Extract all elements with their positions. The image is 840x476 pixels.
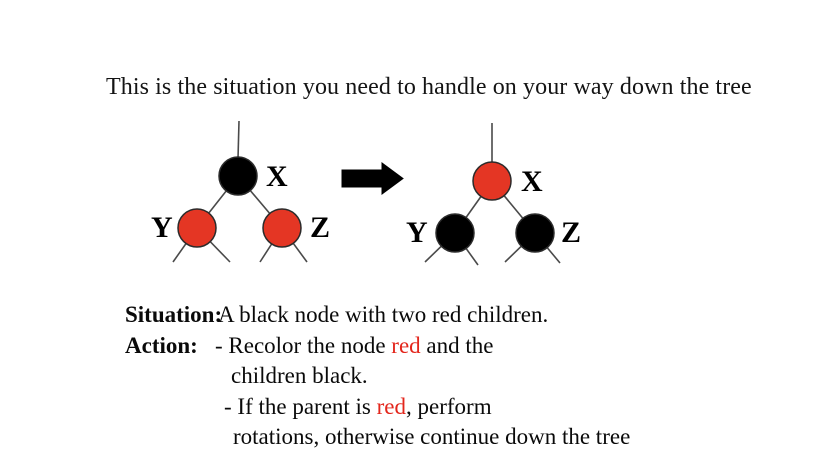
- label-before-right-child: Z: [310, 211, 331, 244]
- action-label: Action:: [125, 333, 198, 358]
- action-line-4: rotations, otherwise continue down the t…: [233, 424, 631, 449]
- label-after-right-child: Z: [561, 216, 582, 249]
- label-after-root: X: [521, 165, 543, 198]
- page-title: This is the situation you need to handle…: [106, 74, 752, 100]
- label-before-left-child: Y: [151, 211, 173, 244]
- action-line-2: children black.: [231, 363, 368, 388]
- action-line-1-pre: - Recolor the node: [215, 333, 392, 358]
- situation-text: A black node with two red children.: [218, 302, 549, 327]
- label-before-root: X: [266, 160, 288, 193]
- action-line-3-pre: - If the parent is: [224, 394, 377, 419]
- transform-arrow-icon: [341, 162, 404, 195]
- label-after-left-child: Y: [406, 216, 428, 249]
- action-line-1: - Recolor the node red and the: [215, 332, 493, 359]
- action-line-1-post: and the: [420, 333, 494, 358]
- action-line-3: - If the parent is red, perform: [224, 393, 492, 420]
- node-before-root: [218, 156, 258, 196]
- node-after-left-child: [435, 213, 475, 253]
- tree-after: [424, 123, 561, 266]
- action-line-3-post: , perform: [406, 394, 492, 419]
- tree-before: [172, 120, 308, 263]
- node-after-right-child: [515, 213, 555, 253]
- node-before-right-child: [262, 208, 302, 248]
- situation-label: Situation:: [125, 302, 223, 327]
- node-after-root: [472, 161, 512, 201]
- action-line-1-red-word: red: [391, 333, 421, 358]
- action-line-3-red-word: red: [376, 394, 407, 419]
- node-before-left-child: [177, 208, 217, 248]
